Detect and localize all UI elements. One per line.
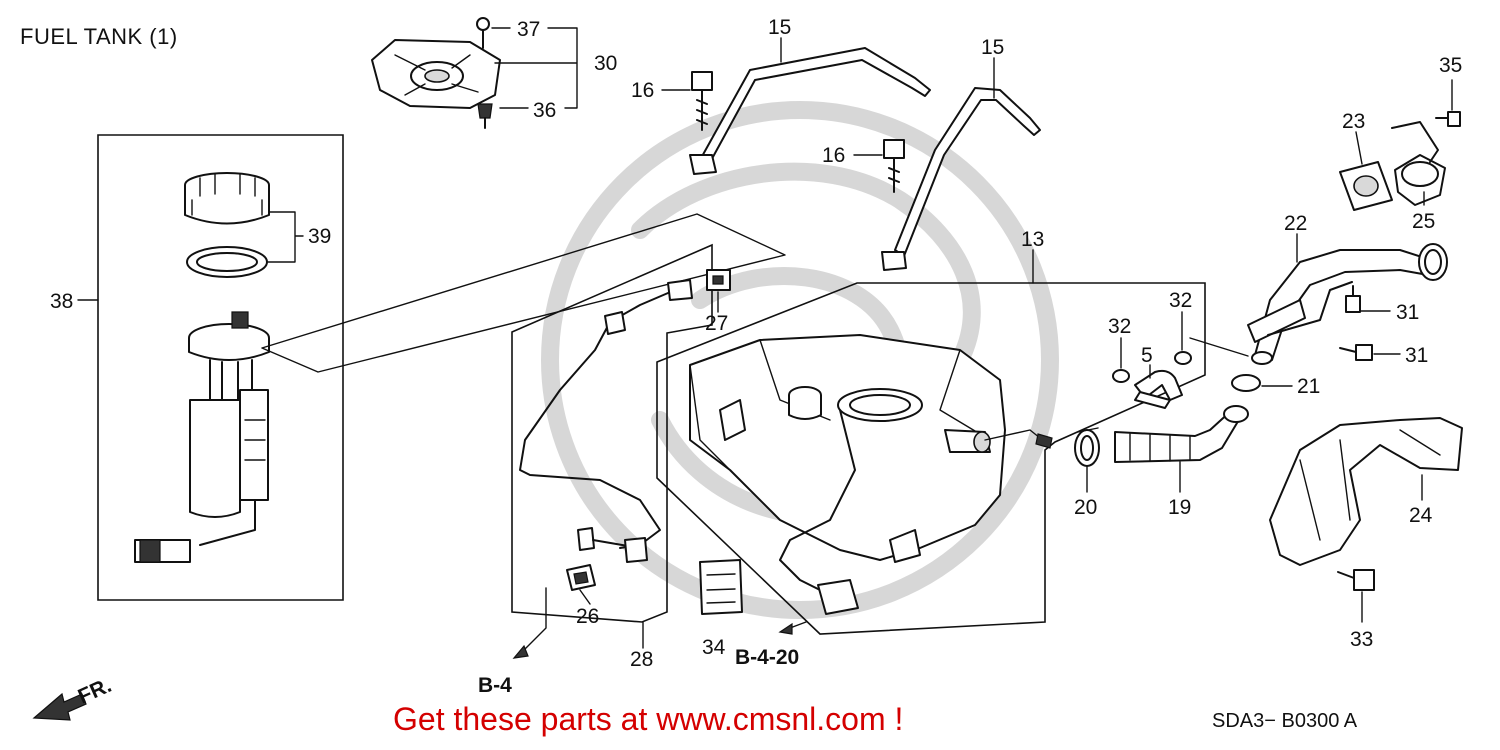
callout-30: 30: [594, 52, 617, 75]
callout-24: 24: [1409, 504, 1433, 527]
bolt-31-bottom: [1339, 344, 1373, 361]
clip-36: [477, 103, 493, 129]
connector-34: [699, 559, 743, 615]
ref-b4: B-4: [478, 674, 512, 697]
front-direction-arrow-icon: [32, 692, 87, 721]
ref-arrow-b420: [778, 621, 807, 635]
filler-base-23: [1339, 161, 1393, 211]
bracket-30-37-36: [494, 27, 578, 109]
callout-38: 38: [50, 290, 73, 313]
callout-31a: 31: [1396, 301, 1419, 324]
callout-31b: 31: [1405, 344, 1428, 367]
clip-26: [566, 564, 596, 591]
splash-guard-24: [1269, 417, 1463, 566]
callout-32b: 32: [1169, 289, 1192, 312]
callout-35: 35: [1439, 54, 1462, 77]
callout-32a: 32: [1108, 315, 1131, 338]
tank-strap-15-right: [881, 87, 1041, 271]
connector-27: [706, 269, 731, 291]
page-title: FUEL TANK (1): [20, 24, 178, 49]
fuel-pump-body: [188, 311, 270, 546]
pump-connector: [134, 539, 191, 563]
cover-plate-30: [371, 39, 501, 109]
hose-5: [1134, 369, 1183, 409]
clip-20: [1074, 427, 1100, 467]
filler-hose-19: [1114, 405, 1249, 463]
bolt-31-top: [1345, 285, 1361, 313]
leader-5-to-neck: [1189, 337, 1249, 357]
leader-26: [579, 589, 591, 605]
callout-15b: 15: [981, 36, 1004, 59]
screw-35: [1435, 111, 1461, 127]
callout-26: 26: [576, 605, 599, 628]
callout-37: 37: [517, 18, 540, 41]
clip-32-right: [1174, 351, 1192, 365]
callout-23: 23: [1342, 110, 1365, 133]
callout-39: 39: [308, 225, 331, 248]
lock-ring-39: [184, 172, 270, 225]
callout-20: 20: [1074, 496, 1097, 519]
callout-5: 5: [1141, 344, 1153, 367]
clip-21: [1231, 374, 1261, 392]
filler-neck-22: [1247, 243, 1448, 365]
fuel-cap-25: [1391, 121, 1446, 206]
bolt-16-left: [691, 71, 713, 131]
callout-33: 33: [1350, 628, 1373, 651]
callout-13: 13: [1021, 228, 1044, 251]
promo-link[interactable]: Get these parts at www.cmsnl.com !: [393, 701, 904, 737]
callout-15a: 15: [768, 16, 791, 39]
bolt-16-right: [883, 139, 905, 193]
screw-37: [476, 17, 490, 49]
harness-28: [519, 279, 693, 563]
pump-assembly-frame: [97, 134, 344, 601]
bracket-39: [267, 211, 304, 263]
leader-23: [1355, 131, 1363, 165]
fuel-tank-13: [689, 334, 1053, 615]
bolt-33: [1337, 569, 1375, 591]
front-direction-label: FR.: [75, 674, 115, 709]
callout-21: 21: [1297, 375, 1320, 398]
callout-16b: 16: [822, 144, 845, 167]
diagram-code: SDA3− B0300 A: [1212, 710, 1358, 732]
callout-25: 25: [1412, 210, 1435, 233]
gasket-39: [186, 246, 268, 278]
callout-36: 36: [533, 99, 556, 122]
harness-frame: [511, 243, 713, 623]
callout-19: 19: [1168, 496, 1191, 519]
callout-28: 28: [630, 648, 653, 671]
tank-strap-15-left: [689, 47, 931, 175]
callout-16a: 16: [631, 79, 654, 102]
callout-34: 34: [702, 636, 726, 659]
callout-22: 22: [1284, 212, 1307, 235]
ref-arrow-b4: [512, 587, 547, 659]
clip-32-left: [1112, 369, 1130, 383]
pointer-pump-to-tank: [261, 213, 786, 373]
callout-27: 27: [705, 312, 728, 335]
ref-b420: B-4-20: [735, 646, 799, 669]
